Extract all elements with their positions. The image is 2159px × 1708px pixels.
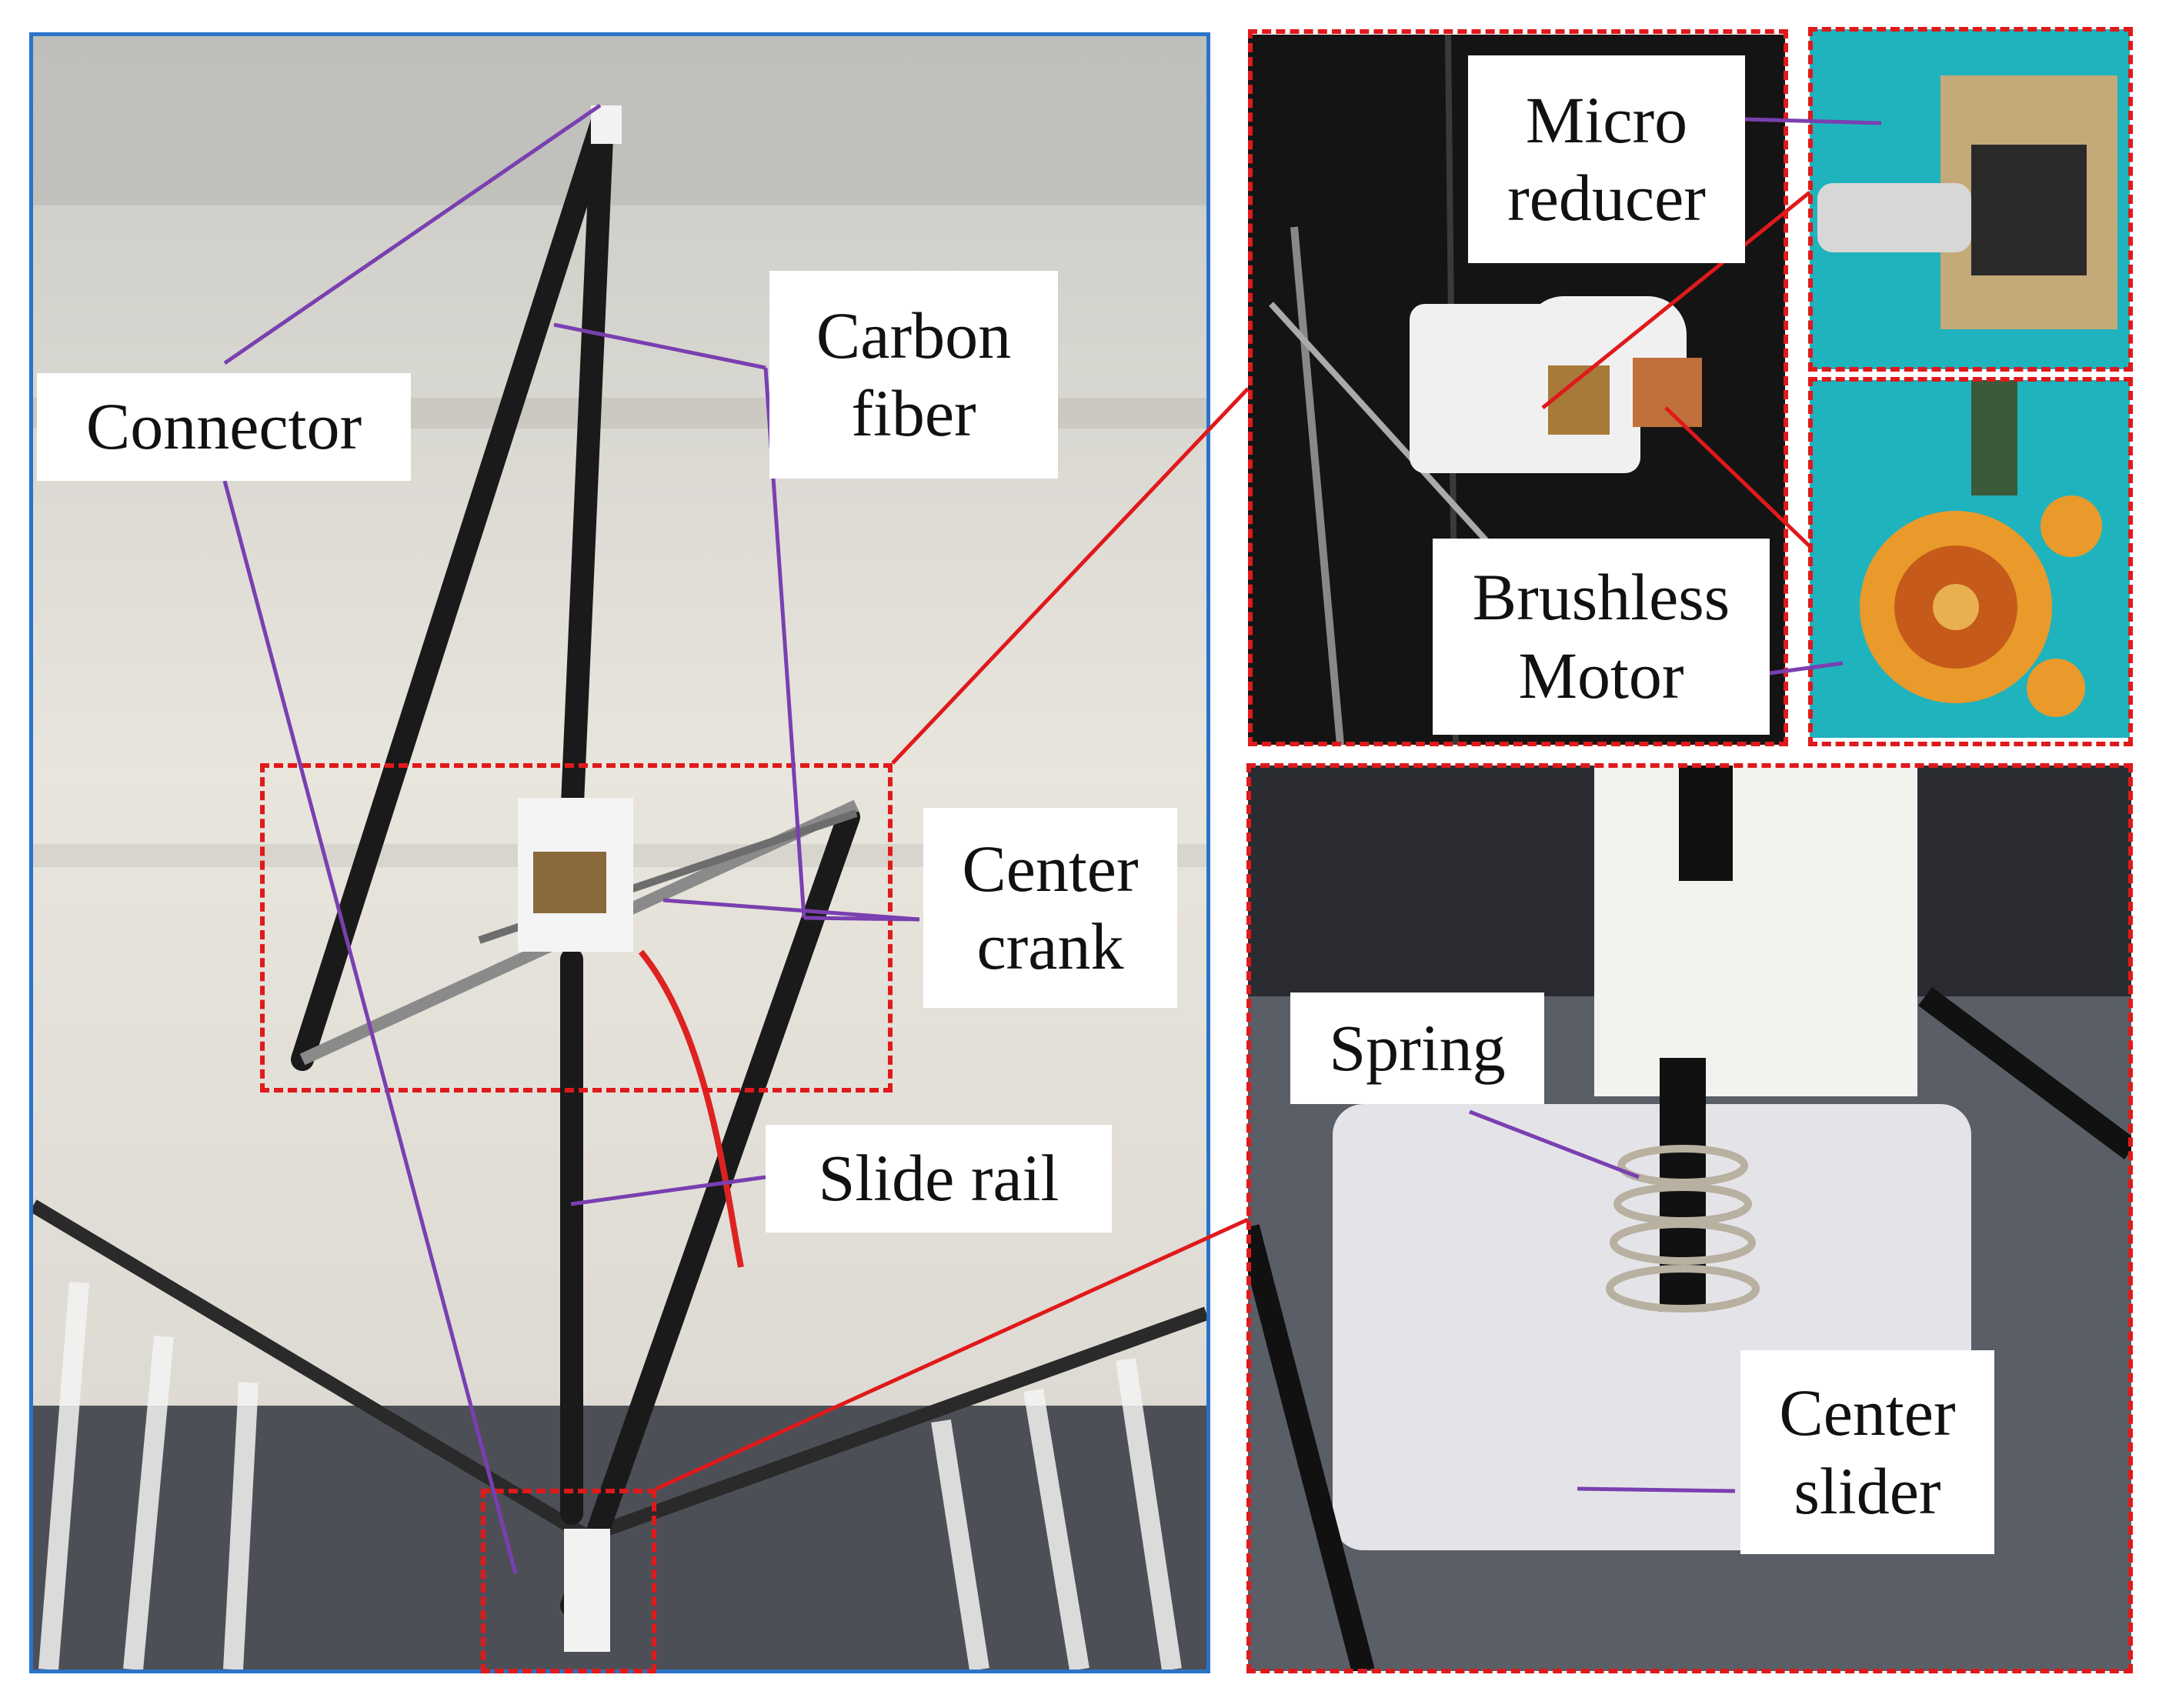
micro-reducer-panel bbox=[1810, 29, 2130, 369]
label-center-crank: Center crank bbox=[923, 808, 1177, 1008]
label-brushless-motor: Brushless Motor bbox=[1433, 539, 1770, 735]
label-center-slider: Center slider bbox=[1740, 1350, 1994, 1554]
slider-zoom-box bbox=[481, 1489, 656, 1673]
brushless-motor-panel bbox=[1810, 380, 2130, 738]
micro-reducer-photo bbox=[1810, 29, 2130, 369]
label-connector: Connector bbox=[37, 373, 411, 481]
label-micro-reducer: Micro reducer bbox=[1468, 55, 1745, 263]
label-carbon-fiber: Carbon fiber bbox=[769, 271, 1058, 479]
label-slide-rail: Slide rail bbox=[766, 1125, 1112, 1233]
crank-zoom-box bbox=[260, 763, 893, 1093]
center-slider-frame bbox=[1246, 763, 2133, 1673]
micro-reducer-frame bbox=[1808, 27, 2133, 372]
brushless-motor-frame bbox=[1808, 377, 2133, 746]
brushless-motor-photo bbox=[1810, 380, 2130, 738]
label-spring: Spring bbox=[1290, 992, 1544, 1104]
